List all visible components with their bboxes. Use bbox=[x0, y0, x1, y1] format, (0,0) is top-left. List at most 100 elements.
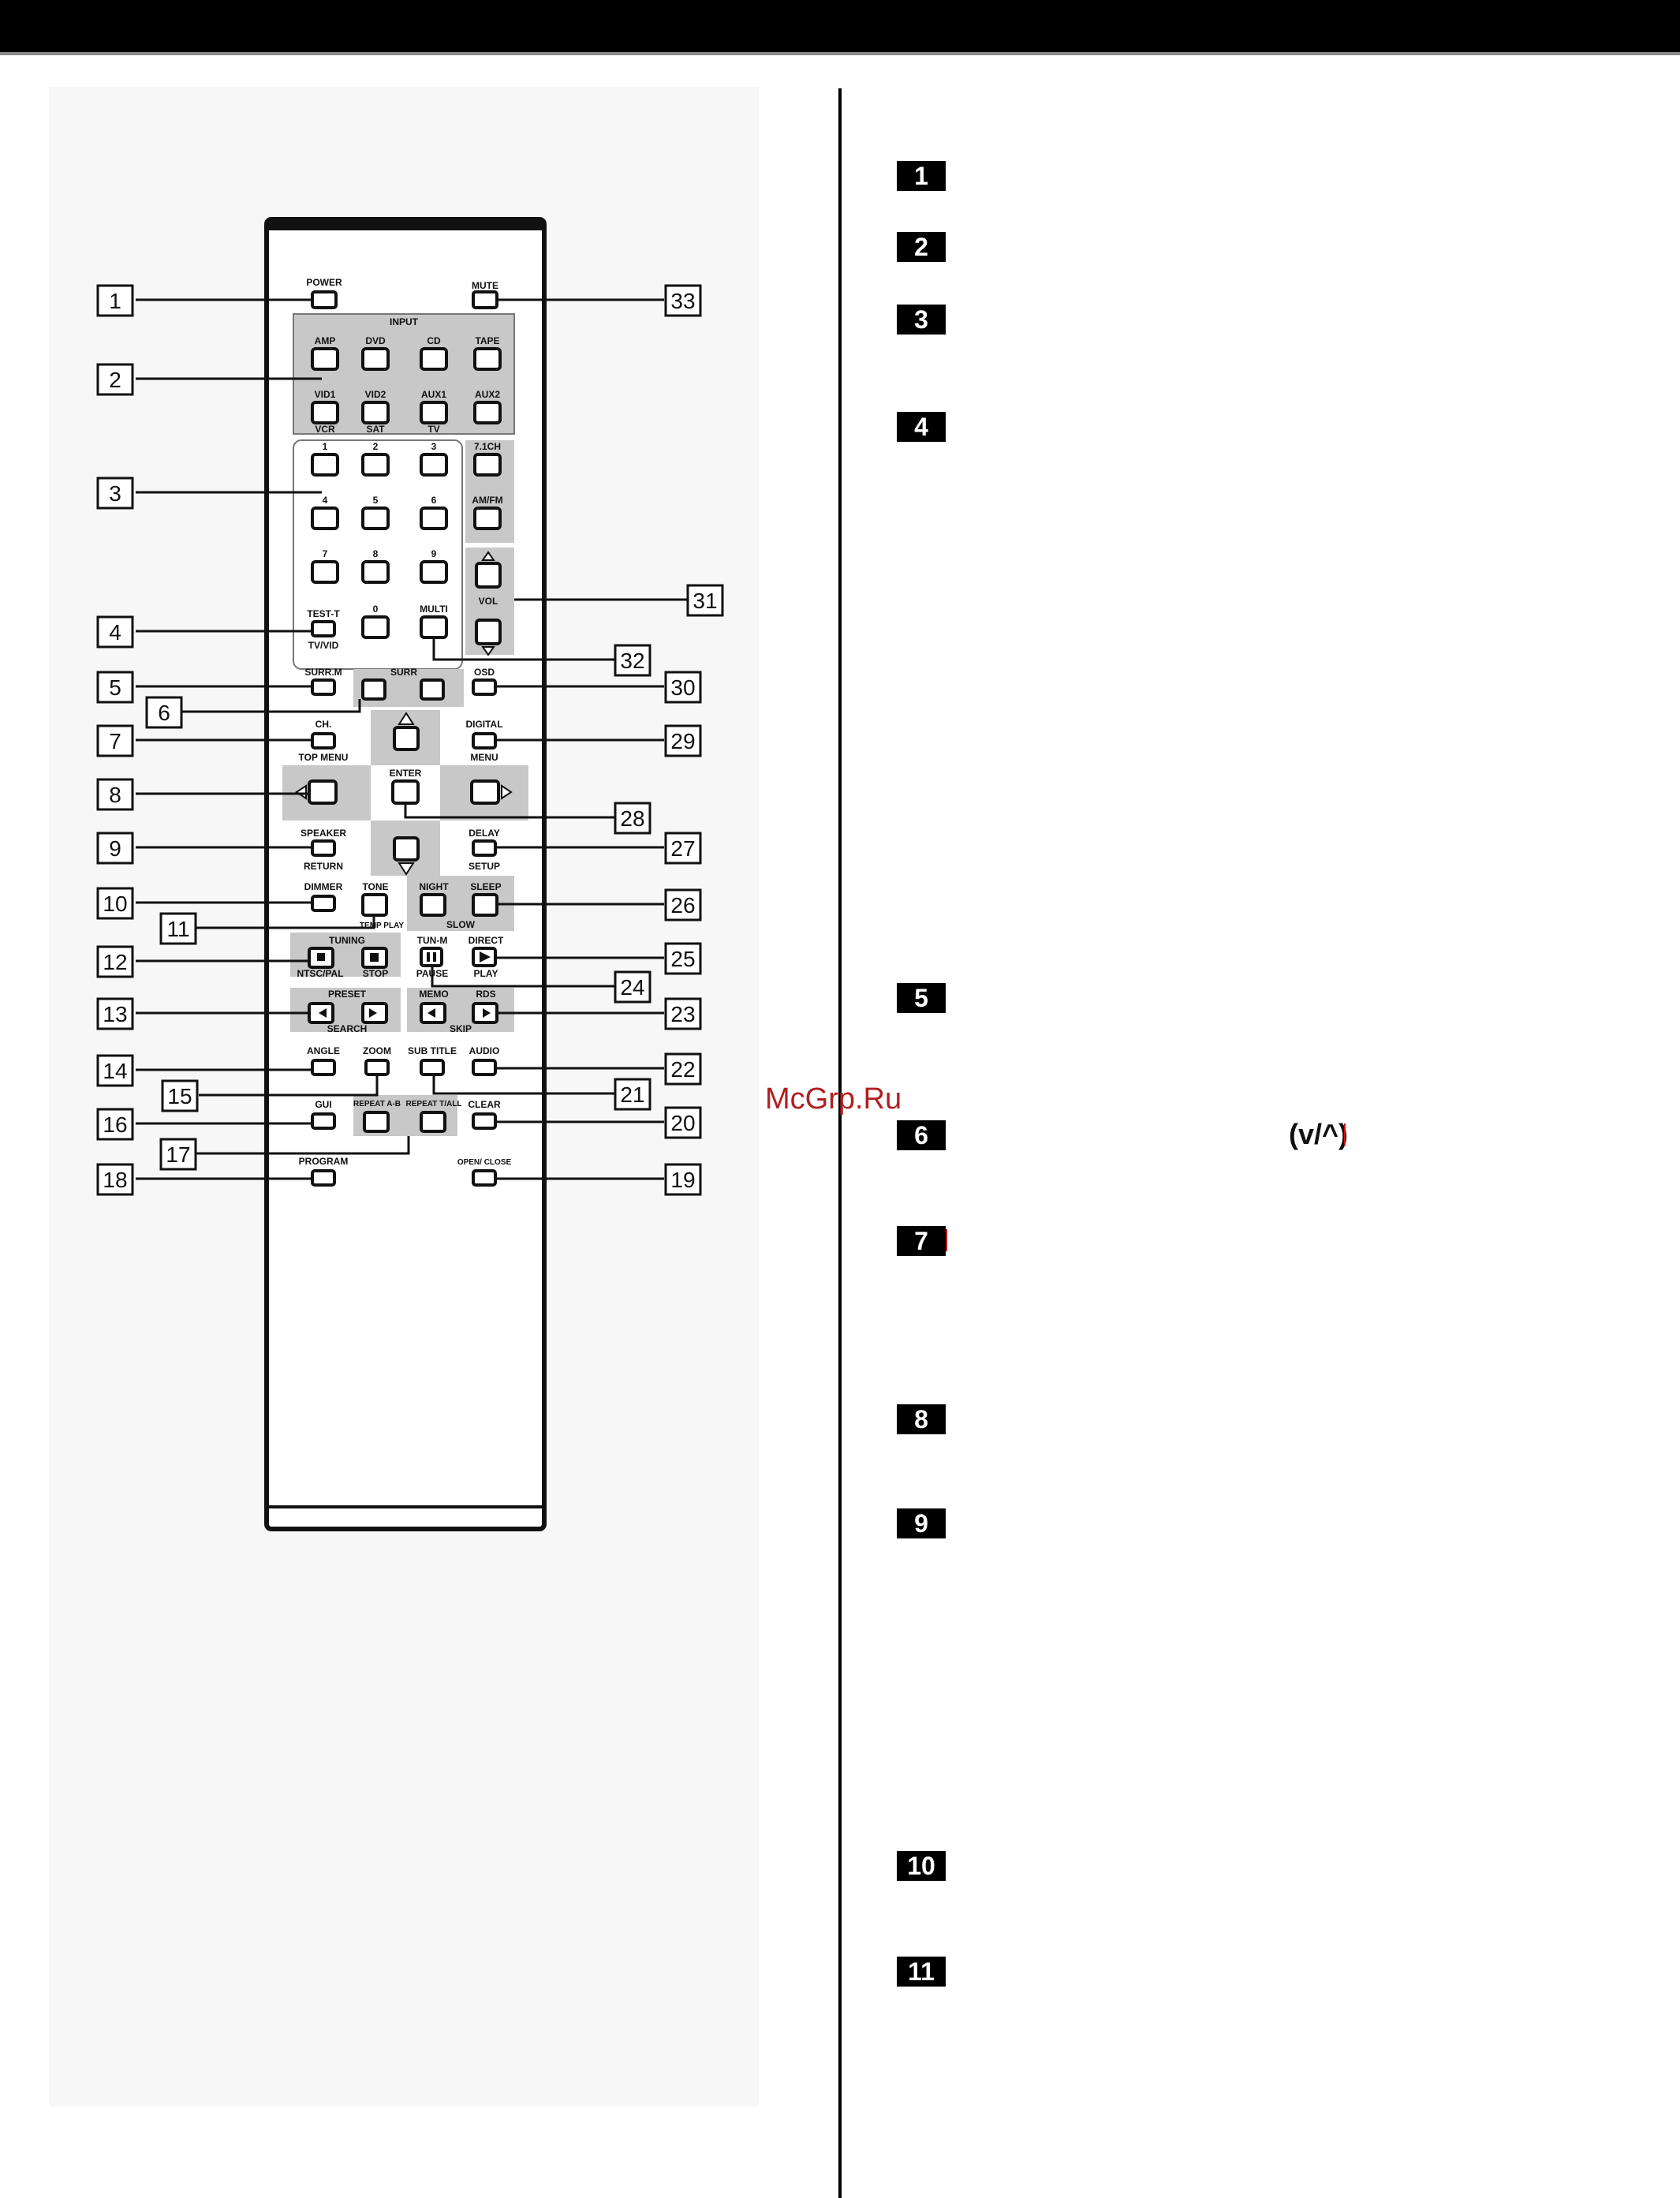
surr-label: SURR bbox=[390, 667, 417, 678]
transport-icons bbox=[317, 951, 491, 1018]
clear-label: CLEAR bbox=[468, 1099, 501, 1110]
tape-button[interactable] bbox=[473, 347, 502, 371]
digit-1-button[interactable] bbox=[311, 453, 339, 477]
callout-7: 7 bbox=[109, 729, 121, 753]
callout-numbers: 1 2 3 4 5 6 7 8 9 10 11 12 13 14 15 16 1… bbox=[103, 289, 717, 1192]
callout-9: 9 bbox=[109, 836, 121, 861]
clear-button[interactable] bbox=[472, 1112, 497, 1130]
repeatab-label: REPEAT A-B bbox=[353, 1100, 401, 1108]
digit-9-button[interactable] bbox=[420, 560, 448, 584]
program-button[interactable] bbox=[311, 1169, 336, 1187]
digit-6-button[interactable] bbox=[420, 507, 448, 530]
digit-5-button[interactable] bbox=[361, 507, 390, 530]
pause-button[interactable] bbox=[420, 947, 443, 967]
vol-up-button[interactable] bbox=[475, 562, 502, 589]
callout-20: 20 bbox=[670, 1111, 695, 1135]
aux2-label: AUX2 bbox=[475, 389, 500, 400]
menu-label: MENU bbox=[470, 752, 498, 763]
surrm-button[interactable] bbox=[311, 678, 336, 696]
sleep-button[interactable] bbox=[472, 893, 498, 917]
ch-button[interactable] bbox=[311, 732, 336, 749]
ch71-button[interactable] bbox=[473, 453, 502, 477]
nav-left-icon bbox=[295, 784, 307, 800]
repeat-tall-button[interactable] bbox=[420, 1111, 446, 1133]
item-badge-7: 7 bbox=[897, 1226, 946, 1256]
zoom-button[interactable] bbox=[364, 1059, 390, 1076]
digit-6-label: 6 bbox=[431, 495, 437, 506]
aux2-button[interactable] bbox=[473, 401, 502, 424]
tone-button[interactable] bbox=[361, 893, 388, 917]
speaker-label: SPEAKER bbox=[301, 828, 346, 839]
digit-2-button[interactable] bbox=[361, 453, 390, 477]
digit-7-button[interactable] bbox=[311, 560, 339, 584]
night-button[interactable] bbox=[420, 893, 446, 917]
multi-button[interactable] bbox=[420, 615, 448, 639]
gui-label: GUI bbox=[315, 1099, 331, 1110]
vid1-label: VID1 bbox=[315, 389, 336, 400]
program-label: PROGRAM bbox=[299, 1156, 349, 1167]
item-badge-1: 1 bbox=[897, 161, 946, 191]
nav-left-button[interactable] bbox=[308, 779, 338, 805]
subtitle-label: SUB TITLE bbox=[408, 1045, 457, 1056]
testt-button[interactable] bbox=[311, 620, 336, 637]
surrm-label: SURR.M bbox=[304, 667, 342, 678]
dimmer-button[interactable] bbox=[311, 895, 336, 912]
enter-button[interactable] bbox=[391, 779, 420, 805]
digital-button[interactable] bbox=[472, 732, 497, 749]
nav-down-button[interactable] bbox=[393, 836, 420, 862]
callout-4: 4 bbox=[109, 620, 121, 645]
nav-arrows bbox=[295, 551, 513, 876]
nav-up-button[interactable] bbox=[393, 726, 420, 751]
dvd-button[interactable] bbox=[361, 347, 390, 371]
vcr-label: VCR bbox=[315, 424, 335, 435]
power-button[interactable] bbox=[311, 290, 338, 309]
gui-button[interactable] bbox=[311, 1112, 336, 1130]
callout-18: 18 bbox=[103, 1168, 127, 1192]
memo-label: MEMO bbox=[419, 989, 448, 1000]
dvd-label: DVD bbox=[365, 335, 386, 346]
amp-button[interactable] bbox=[311, 347, 339, 371]
subtitle-button[interactable] bbox=[420, 1059, 445, 1076]
item-badge-9: 9 bbox=[897, 1508, 946, 1538]
callout-32: 32 bbox=[620, 649, 644, 673]
mute-button[interactable] bbox=[472, 290, 498, 309]
dimmer-label: DIMMER bbox=[304, 881, 343, 892]
item-badge-8: 8 bbox=[897, 1404, 946, 1434]
vid1-button[interactable] bbox=[311, 401, 339, 424]
callout-boxes bbox=[96, 284, 724, 1196]
digit-3-button[interactable] bbox=[420, 453, 448, 477]
topmenu-label: TOP MENU bbox=[299, 752, 349, 763]
cd-button[interactable] bbox=[420, 347, 448, 371]
digit-8-button[interactable] bbox=[361, 560, 390, 584]
amfm-button[interactable] bbox=[473, 507, 502, 530]
digit-0-button[interactable] bbox=[361, 615, 390, 639]
speaker-button[interactable] bbox=[311, 839, 336, 857]
ch71-label: 7.1CH bbox=[474, 441, 501, 452]
osd-button[interactable] bbox=[472, 678, 497, 696]
callout-2: 2 bbox=[109, 368, 121, 392]
setup-label: SETUP bbox=[469, 861, 500, 872]
angle-button[interactable] bbox=[311, 1059, 336, 1076]
openclose-button[interactable] bbox=[472, 1169, 497, 1187]
red-mark bbox=[1344, 1123, 1346, 1146]
audio-button[interactable] bbox=[472, 1059, 497, 1076]
vol-down-button[interactable] bbox=[475, 619, 502, 645]
surr-down-button[interactable] bbox=[361, 678, 386, 701]
ch-label: CH. bbox=[315, 719, 332, 730]
digit-4-button[interactable] bbox=[311, 507, 339, 530]
multi-label: MULTI bbox=[420, 604, 448, 615]
callout-16: 16 bbox=[103, 1112, 127, 1137]
surr-up-button[interactable] bbox=[420, 678, 445, 701]
digit-8-label: 8 bbox=[373, 548, 379, 559]
nav-right-button[interactable] bbox=[470, 779, 500, 805]
digit-1-label: 1 bbox=[323, 441, 328, 452]
repeat-ab-button[interactable] bbox=[363, 1111, 390, 1133]
digit-7-label: 7 bbox=[323, 548, 328, 559]
callout-21: 21 bbox=[620, 1082, 644, 1107]
delay-button[interactable] bbox=[472, 839, 497, 857]
item-badge-11: 11 bbox=[897, 1957, 946, 1987]
aux1-button[interactable] bbox=[420, 401, 448, 424]
zoom-label: ZOOM bbox=[363, 1045, 391, 1056]
vid2-button[interactable] bbox=[361, 401, 390, 424]
